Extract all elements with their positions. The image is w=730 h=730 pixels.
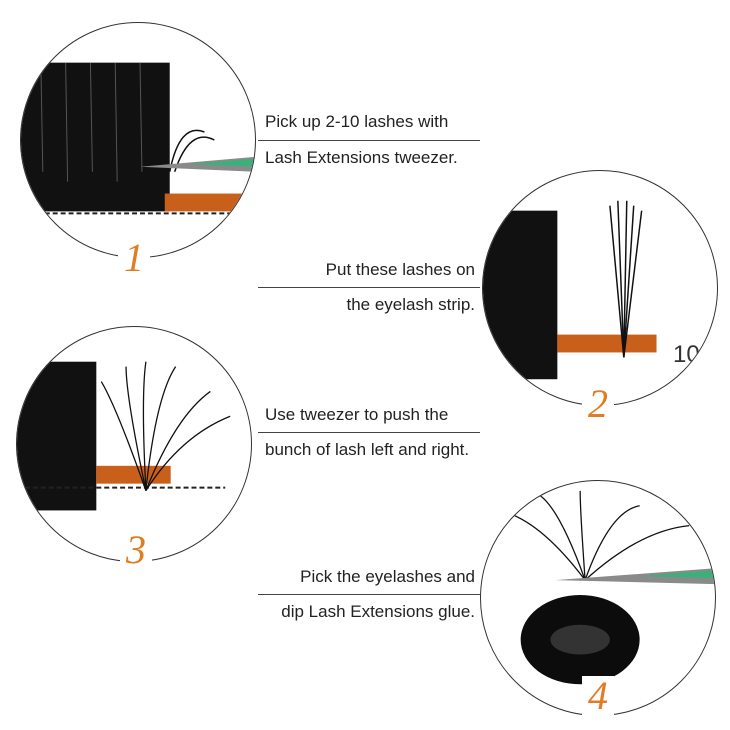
strip-length-label: 10 xyxy=(673,341,700,368)
step-2-photo: 10 xyxy=(482,170,718,406)
step-2-number: 2 xyxy=(582,384,614,424)
step-2-text-line1: Put these lashes on xyxy=(325,260,475,279)
step-1-text-line2: Lash Extensions tweezer. xyxy=(265,148,458,167)
step-1-photo xyxy=(20,22,256,258)
glue-dip-image xyxy=(500,490,715,685)
step-3-divider xyxy=(258,432,480,433)
step-4-text-line2: dip Lash Extensions glue. xyxy=(281,602,475,621)
step-3-text-line2: bunch of lash left and right. xyxy=(265,440,470,459)
step-4-text-line1: Pick the eyelashes and xyxy=(300,567,475,586)
step-4-divider xyxy=(258,594,480,595)
step-1-divider xyxy=(258,140,480,141)
step-1-text-line1: Pick up 2-10 lashes with xyxy=(265,112,449,131)
step-1-number: 1 xyxy=(118,238,150,278)
step-3-text-line1: Use tweezer to push the xyxy=(265,405,449,424)
step-3-number: 3 xyxy=(120,530,152,570)
lash-fan-image xyxy=(17,361,231,511)
step-2-text-line2: the eyelash strip. xyxy=(346,295,475,314)
step-4-number: 4 xyxy=(582,676,614,716)
lash-tray-tweezer-image xyxy=(21,62,255,215)
step-2-divider xyxy=(258,287,480,288)
step-3-photo xyxy=(16,326,252,562)
lash-strip-image xyxy=(483,200,657,380)
